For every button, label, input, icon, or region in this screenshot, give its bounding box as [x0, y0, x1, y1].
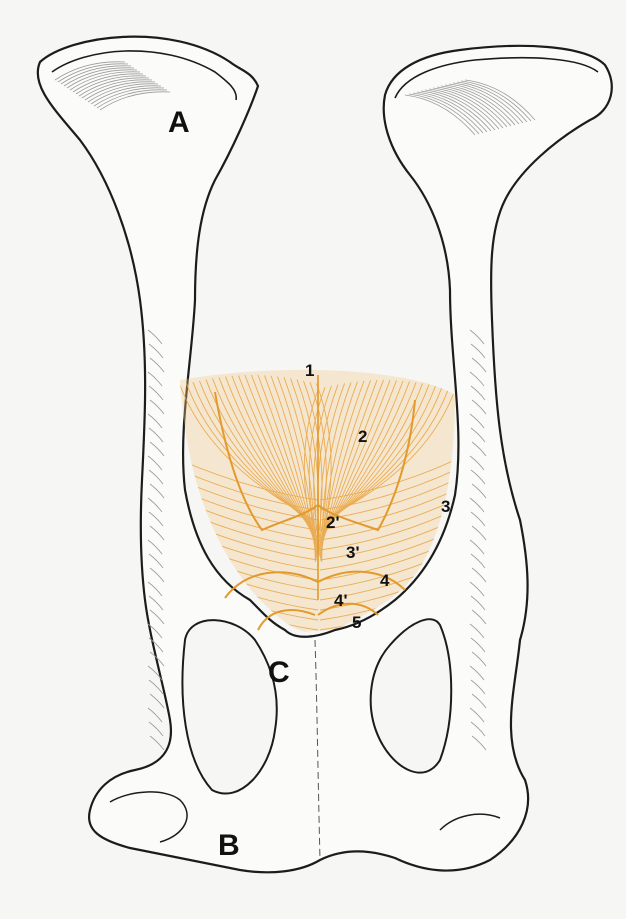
- muscle-label-2: 2: [358, 427, 367, 446]
- muscle-label-4: 4: [380, 571, 390, 590]
- muscle-label-1: 1: [305, 361, 314, 380]
- bone-label-b: B: [218, 829, 240, 862]
- bone-hatch-stroke: [150, 694, 164, 708]
- bone-label-c: C: [268, 656, 290, 689]
- bone-hatch-stroke: [149, 722, 163, 736]
- muscle-label-3-prime: 3': [346, 543, 360, 562]
- muscle-label-4-prime: 4': [334, 591, 348, 610]
- bone-label-a: A: [168, 106, 190, 139]
- muscle-label-3: 3: [441, 497, 450, 516]
- bone-hatch-stroke: [150, 736, 164, 750]
- muscle-label-2-prime: 2': [326, 513, 340, 532]
- muscle-label-5: 5: [352, 613, 361, 632]
- bone-hatch-stroke: [148, 708, 162, 722]
